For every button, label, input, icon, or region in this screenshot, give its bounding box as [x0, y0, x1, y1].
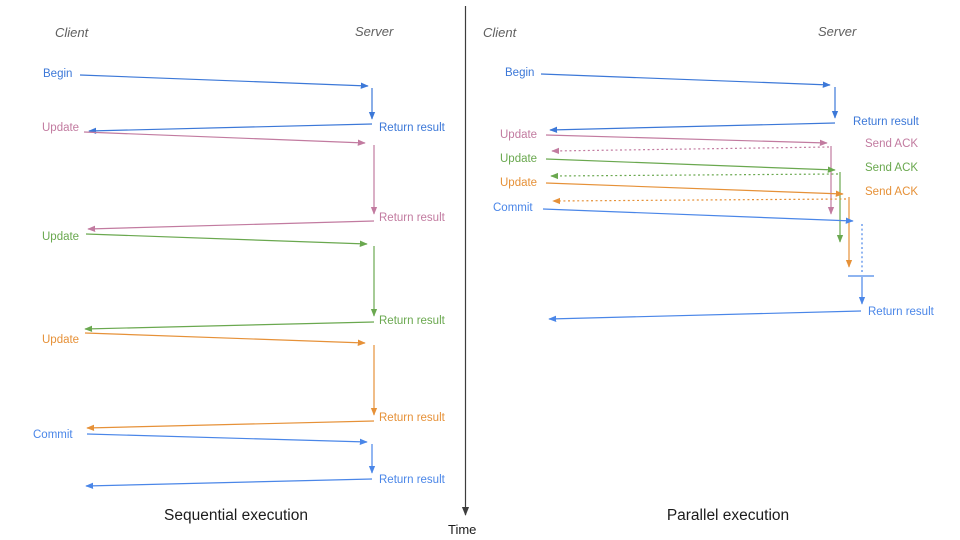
request-line	[84, 332, 366, 346]
request-line	[545, 134, 828, 146]
request-label: Update	[500, 153, 537, 165]
request-label: Update	[42, 334, 79, 346]
return-line	[86, 420, 375, 432]
time-axis-label: Time	[448, 522, 476, 537]
request-line	[545, 182, 844, 197]
response-label: Send ACK	[865, 186, 918, 198]
return-line	[85, 478, 373, 490]
par-message-update-1: Update Send ACK	[500, 129, 918, 215]
request-line	[83, 131, 366, 146]
ack-dashed-line	[552, 197, 847, 205]
time-axis: Time	[448, 6, 476, 537]
server-header: Server	[818, 24, 857, 39]
par-message-update-2: Update Send ACK	[500, 153, 918, 243]
response-label: Send ACK	[865, 162, 918, 174]
response-label: Return result	[379, 212, 446, 224]
return-line	[87, 220, 375, 232]
par-message-update-3: Update Send ACK	[500, 177, 918, 268]
client-header: Client	[483, 25, 518, 40]
sequential-caption: Sequential execution	[164, 507, 308, 524]
request-line	[79, 74, 369, 89]
ack-dashed-line	[550, 172, 839, 180]
response-label: Return result	[868, 306, 935, 318]
return-line	[88, 123, 373, 135]
request-label: Commit	[33, 429, 73, 441]
sequential-diagram: Client Server Begin Return result Update…	[33, 24, 446, 524]
par-message-begin: Begin Return result	[505, 67, 920, 134]
request-label: Commit	[493, 202, 533, 214]
request-line	[545, 158, 836, 173]
request-label: Update	[500, 177, 537, 189]
seq-message-begin: Begin Return result	[43, 68, 446, 135]
response-label: Return result	[379, 122, 446, 134]
return-line	[548, 310, 862, 323]
seq-message-update-3: Update Return result	[42, 332, 446, 432]
server-header: Server	[355, 24, 394, 39]
seq-message-update-2: Update Return result	[42, 231, 446, 333]
request-label: Update	[42, 122, 79, 134]
request-label: Update	[500, 129, 537, 141]
request-line	[542, 208, 854, 224]
ack-dashed-line	[551, 146, 830, 155]
response-label: Send ACK	[865, 138, 918, 150]
request-line	[86, 433, 368, 445]
response-label: Return result	[853, 116, 920, 128]
response-label: Return result	[379, 474, 446, 486]
request-line	[85, 233, 368, 247]
response-label: Return result	[379, 412, 446, 424]
request-label: Begin	[505, 67, 534, 79]
parallel-caption: Parallel execution	[667, 507, 789, 524]
request-label: Update	[42, 231, 79, 243]
client-header: Client	[55, 25, 90, 40]
seq-message-commit: Commit Return result	[33, 429, 446, 490]
response-label: Return result	[379, 315, 446, 327]
seq-message-update-1: Update Return result	[42, 122, 446, 232]
request-label: Begin	[43, 68, 72, 80]
par-message-commit: Commit Return result	[493, 202, 935, 323]
return-line	[549, 122, 836, 134]
return-line	[84, 321, 375, 333]
request-line	[540, 73, 831, 88]
parallel-diagram: Client Server Begin Return result Update…	[483, 24, 935, 524]
